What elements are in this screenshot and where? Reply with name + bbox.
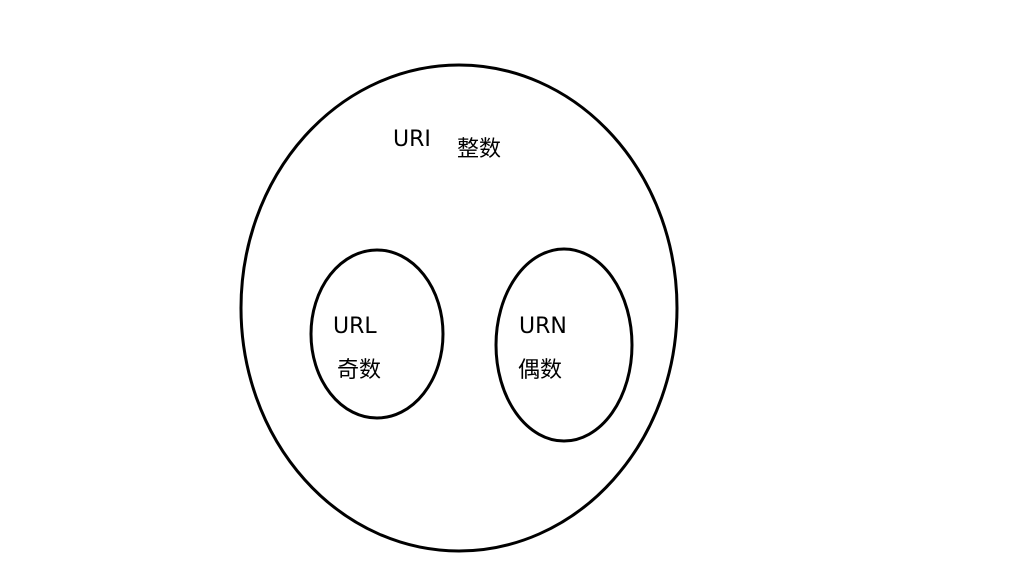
left-set-label: URL xyxy=(333,314,377,339)
left-set-ellipse xyxy=(309,248,445,420)
outer-set-sublabel: 整数 xyxy=(457,137,501,162)
right-set-label: URN xyxy=(519,314,567,339)
outer-set-ellipse xyxy=(239,63,679,553)
left-set-sublabel: 奇数 xyxy=(337,358,381,383)
outer-set-label: URI xyxy=(393,127,431,152)
right-set-sublabel: 偶数 xyxy=(518,358,562,383)
right-set-ellipse xyxy=(494,247,634,443)
